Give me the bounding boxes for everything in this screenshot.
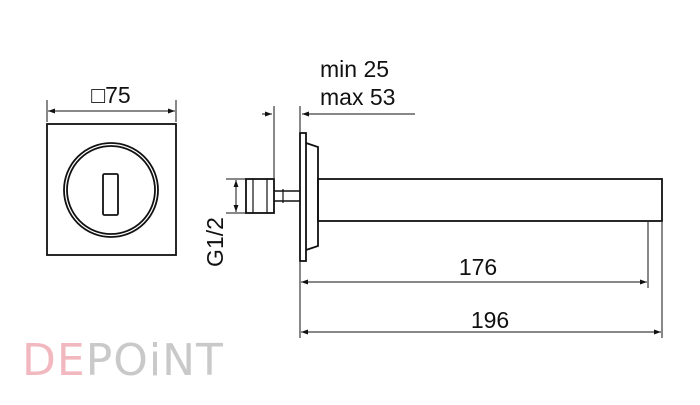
side-view [245, 132, 663, 262]
thread-dimension [226, 178, 246, 214]
escutcheon-rose [305, 142, 319, 251]
thread-connector [245, 178, 275, 214]
offset-dimension [262, 106, 415, 178]
front-width-dimension [46, 100, 177, 122]
offset-max-label: max 53 [320, 84, 395, 110]
outlet-slot [102, 173, 119, 216]
spout-body [317, 178, 663, 222]
length-dimensions [299, 222, 663, 338]
front-view [46, 123, 177, 256]
thread-size-label: G1/2 [202, 217, 228, 267]
offset-min-label: min 25 [320, 56, 389, 82]
length-176-label: 176 [459, 254, 497, 280]
escutcheon-outer-circle [63, 142, 159, 238]
svg-text:DEPOiNT: DEPOiNT [22, 335, 224, 386]
length-196-label: 196 [471, 307, 509, 333]
wall-plate [299, 132, 307, 262]
cover-plate-square [46, 123, 177, 256]
depoint-watermark-logo: DEPOiNT [22, 335, 224, 386]
escutcheon-inner-circle [66, 145, 156, 235]
square-size-label: □75 [91, 82, 130, 108]
